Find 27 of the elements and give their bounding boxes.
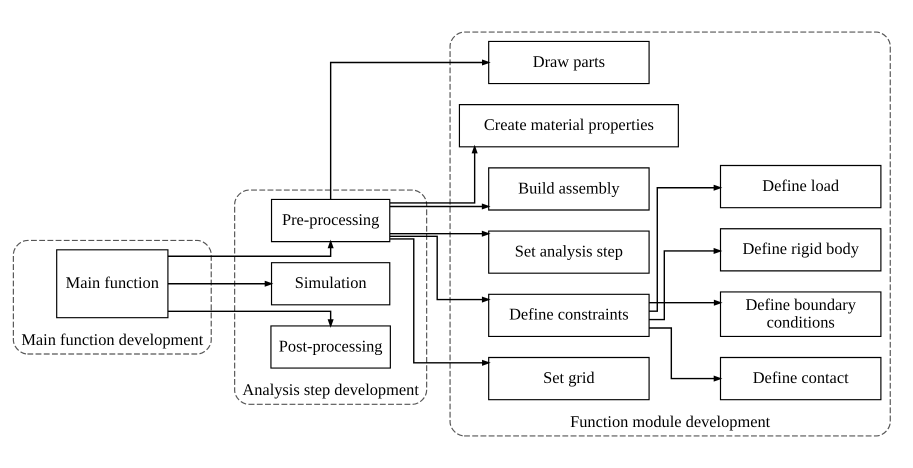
arrow [390,203,491,210]
node-box: Create material properties [458,104,679,148]
node-box: Simulation [270,262,390,306]
node-box: Set analysis step [488,230,650,274]
arrow [390,238,491,366]
arrow [649,327,722,382]
arrow [649,300,723,306]
node-box: Main function [56,249,168,318]
arrow [390,230,491,237]
node-box: Define constraints [488,294,650,338]
arrow [168,280,274,287]
node-box: Define load [720,164,882,208]
node-box: Build assembly [488,167,650,211]
node-box: Post-processing [270,325,391,369]
node-box: Define rigid body [720,228,882,272]
arrow [330,59,491,200]
node-box: Set grid [488,356,650,400]
node-box: Define contact [720,356,882,400]
arrow [168,240,334,257]
node-box: Draw parts [488,40,650,84]
arrow [390,144,478,204]
arrow [390,236,491,303]
node-box: Pre-processing [270,198,390,242]
node-box: Define boundary conditions [720,291,882,338]
arrow [649,184,722,312]
arrow [649,248,722,320]
arrow [168,310,334,328]
